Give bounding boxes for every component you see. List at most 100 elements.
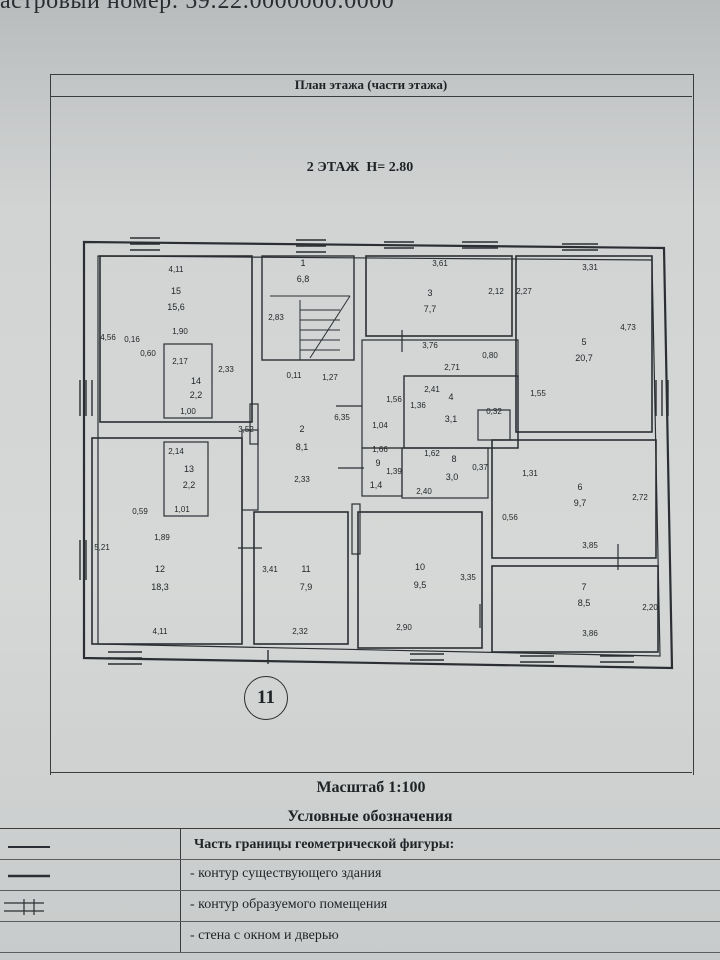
room-num: 12 xyxy=(155,564,165,574)
dim-label: 2,40 xyxy=(416,487,432,496)
dim-label: 3,61 xyxy=(432,259,448,268)
room-labels: 15 15,6 1 6,8 3 7,7 5 20,7 4 3,1 2 8,1 1… xyxy=(151,258,593,608)
room-num: 11 xyxy=(301,564,310,574)
room-num: 6 xyxy=(577,482,582,492)
dim-label: 2,33 xyxy=(294,475,310,484)
plan-frame xyxy=(50,74,694,775)
legend-table: Часть границы геометрической фигуры: - к… xyxy=(0,828,720,953)
cadastral-number-line: астровый номер: 59:22:0000000:0000 xyxy=(0,0,395,14)
dim-label: 0,60 xyxy=(140,349,156,358)
dim-label: 1,89 xyxy=(154,533,170,542)
dim-label: 3,76 xyxy=(422,341,438,350)
dim-label: 2,14 xyxy=(168,447,184,456)
legend-row: - контур существующего здания xyxy=(0,860,720,891)
dim-label: 1,36 xyxy=(410,401,426,410)
dim-label: 1,66 xyxy=(372,445,388,454)
dim-label: 2,41 xyxy=(424,385,440,394)
legend-item-text: - контур существующего здания xyxy=(190,866,382,881)
height-label: H= 2.80 xyxy=(366,160,414,175)
dim-label: 4,11 xyxy=(153,627,169,636)
dim-label: 5,21 xyxy=(94,543,110,552)
dim-label: 3,85 xyxy=(582,541,598,550)
dim-label: 4,11 xyxy=(169,265,185,274)
legend-title: Условные обозначения xyxy=(287,808,453,825)
room-area: 20,7 xyxy=(575,353,593,363)
dim-label: 0,11 xyxy=(287,371,303,380)
room-area: 2,2 xyxy=(183,480,196,490)
room-num: 1 xyxy=(300,258,305,268)
room-area: 9,5 xyxy=(414,580,427,590)
room-area: 6,8 xyxy=(297,274,310,284)
room-area: 7,7 xyxy=(424,304,437,314)
room-num: 7 xyxy=(581,582,586,592)
dim-label: 1,27 xyxy=(322,373,338,382)
legend-wall-symbol xyxy=(4,899,44,915)
dim-label: 2,83 xyxy=(268,313,284,322)
legend-line-symbol xyxy=(8,874,50,878)
plan-frame-title: План этажа (части этажа) xyxy=(50,74,692,97)
room-num: 14 xyxy=(191,376,201,386)
room-num: 2 xyxy=(299,424,304,434)
room-area: 1,4 xyxy=(370,480,383,490)
dim-label: 0,37 xyxy=(472,463,488,472)
dim-label: 1,55 xyxy=(530,389,546,398)
room-num: 4 xyxy=(448,392,453,402)
dim-label: 4,73 xyxy=(620,323,636,332)
room-num: 3 xyxy=(427,288,432,298)
dim-label: 1,01 xyxy=(174,505,190,514)
room-area: 8,1 xyxy=(296,442,309,452)
dim-label: 3,35 xyxy=(460,573,476,582)
room-num: 5 xyxy=(581,337,586,347)
room-area: 3,1 xyxy=(445,414,458,424)
dim-label: 2,20 xyxy=(642,603,658,612)
dim-label: 3,52 xyxy=(238,425,254,434)
dim-label: 2,71 xyxy=(444,363,460,372)
dim-label: 2,12 xyxy=(488,287,504,296)
dim-label: 1,90 xyxy=(172,327,188,336)
dim-label: 1,00 xyxy=(180,407,196,416)
room-num: 8 xyxy=(451,454,456,464)
room-num: 15 xyxy=(171,286,181,296)
legend-row: - стена с окном и дверью xyxy=(0,922,720,953)
floor-title: 2 ЭТАЖ H= 2.80 xyxy=(230,160,490,176)
legend-item-text: - контур образуемого помещения xyxy=(190,897,388,912)
dim-label: 1,62 xyxy=(424,449,440,458)
dim-label: 0,56 xyxy=(502,513,518,522)
dim-label: 0,80 xyxy=(482,351,498,360)
dim-label: 1,39 xyxy=(386,467,402,476)
room-area: 8,5 xyxy=(578,598,591,608)
dim-label: 0,59 xyxy=(132,507,148,516)
dim-label: 1,31 xyxy=(522,469,538,478)
legend-header-text: Часть границы геометрической фигуры: xyxy=(194,837,455,852)
legend-row: - контур образуемого помещения xyxy=(0,891,720,922)
dim-label: 2,17 xyxy=(172,357,188,366)
dim-label: 6,35 xyxy=(334,413,350,422)
floor-label: 2 ЭТАЖ xyxy=(306,160,360,175)
room-area: 3,0 xyxy=(446,472,459,482)
dim-label: 3,31 xyxy=(582,263,598,272)
dim-label: 4,56 xyxy=(100,333,116,342)
legend-symbol-cell xyxy=(0,891,181,921)
room-num: 13 xyxy=(184,464,194,474)
legend-header-row: Часть границы геометрической фигуры: xyxy=(0,829,720,860)
legend-symbol-cell xyxy=(0,922,181,952)
room-num: 10 xyxy=(415,562,425,572)
dimension-labels: 4,11 4,56 0,16 0,60 1,90 2,17 2,33 1,00 … xyxy=(94,259,658,638)
legend-symbol-cell xyxy=(0,829,181,859)
dim-label: 2,72 xyxy=(632,493,648,502)
floor-plan-drawing: 15 15,6 1 6,8 3 7,7 5 20,7 4 3,1 2 8,1 1… xyxy=(79,237,674,670)
legend-item-text: - стена с окном и дверью xyxy=(190,928,339,943)
scale-label: Масштаб 1:100 xyxy=(50,772,692,801)
room-area: 2,2 xyxy=(190,390,203,400)
dim-label: 1,04 xyxy=(372,421,388,430)
dim-label: 2,32 xyxy=(292,627,308,636)
dim-label: 1,56 xyxy=(386,395,402,404)
dim-label: 0,32 xyxy=(486,407,502,416)
room-num: 9 xyxy=(375,458,380,468)
dim-label: 3,41 xyxy=(262,565,278,574)
legend-line-symbol xyxy=(8,846,50,848)
room-area: 9,7 xyxy=(574,498,587,508)
room-area: 18,3 xyxy=(151,582,169,592)
room-area: 7,9 xyxy=(300,582,313,592)
